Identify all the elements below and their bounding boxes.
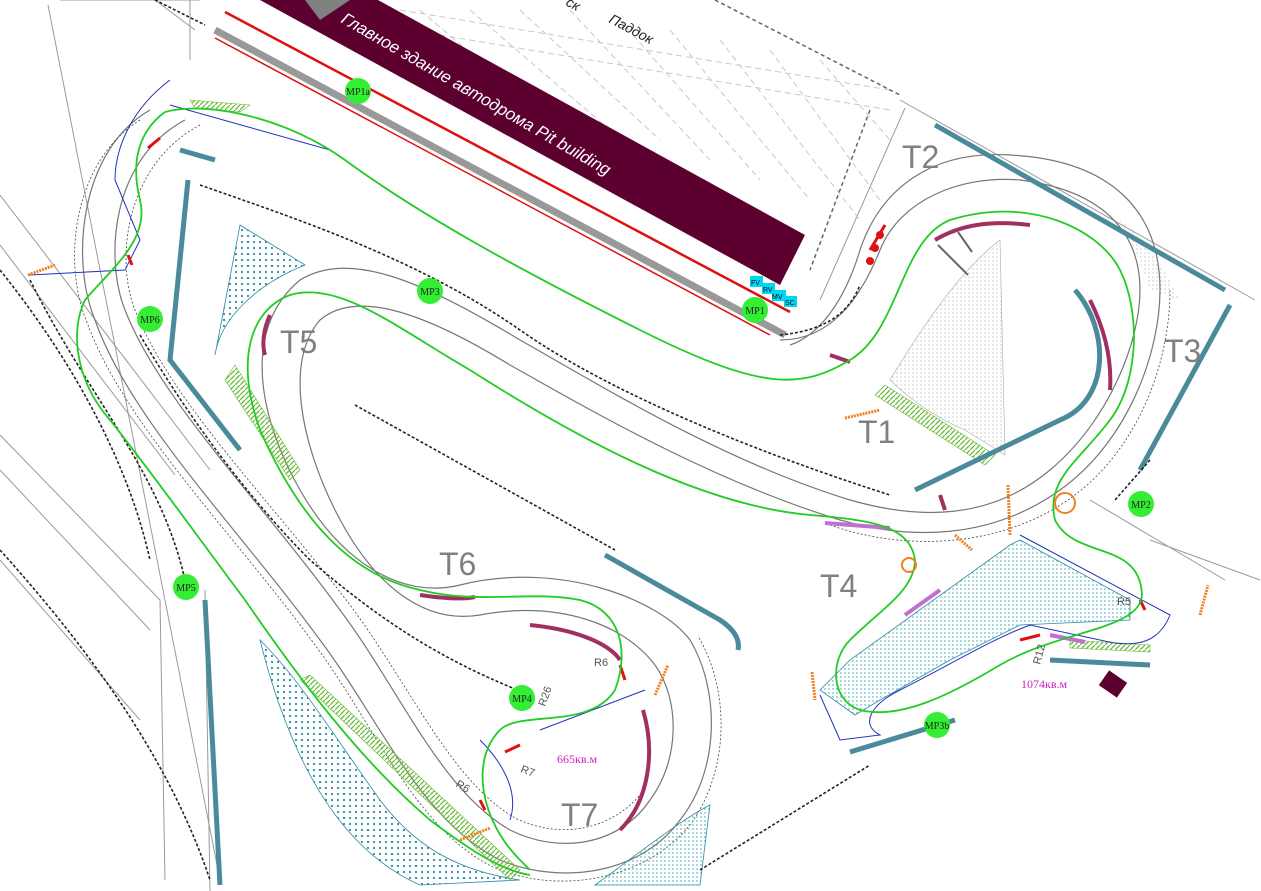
- pit-lane: [213, 10, 791, 339]
- marshal-post-mp3: MP3: [417, 278, 443, 304]
- kerbs: [261, 221, 1113, 832]
- marshal-post-mp2: MP2: [1128, 491, 1154, 517]
- radius-label-r12: R12: [1031, 643, 1048, 666]
- marshal-post-mp6: MP6: [137, 306, 163, 332]
- svg-text:MP1: MP1: [745, 306, 764, 317]
- paddock-parking-grid: [399, 9, 891, 221]
- svg-text:MP4: MP4: [512, 694, 531, 705]
- tyre-markers: [866, 231, 884, 265]
- pit-building: [260, 0, 805, 285]
- paddock-label-partial: ск: [564, 0, 585, 15]
- orange-markers: [27, 263, 1210, 842]
- catch-fences: [0, 0, 1151, 881]
- marshal-post-mp3b: MP3b: [924, 712, 950, 738]
- t2-lines: [937, 231, 973, 276]
- svg-text:MP5: MP5: [176, 583, 195, 594]
- radius-labels: R6 R26 R7 R6 R5 R12: [454, 596, 1132, 796]
- svg-text:MP3: MP3: [420, 287, 439, 298]
- green-runoff-strips: [189, 99, 1151, 881]
- turn-label-t5: T5: [280, 324, 317, 360]
- gravel-traps: [214, 220, 1180, 886]
- radius-label-r6-a: R6: [594, 657, 608, 669]
- paddock-boundary: [714, 0, 901, 271]
- pit-marker-fv: FV: [751, 280, 760, 287]
- track-limits: [74, 119, 1171, 882]
- turn-label-t1: T1: [858, 414, 895, 450]
- turn-label-t6: T6: [439, 546, 476, 582]
- marshal-post-mp5: MP5: [173, 574, 199, 600]
- racing-line: [164, 107, 1143, 871]
- pit-markers: FV RV MV SC: [750, 276, 797, 307]
- turn-label-t2: T2: [902, 139, 939, 175]
- radius-label-r6-b: R6: [454, 778, 472, 795]
- pit-marker-rv: RV: [763, 287, 773, 294]
- turn-label-t3: T3: [1164, 333, 1201, 369]
- barriers: [167, 122, 1233, 886]
- racing-line-inner: [76, 111, 531, 876]
- radius-label-r7: R7: [519, 764, 536, 780]
- svg-text:MP2: MP2: [1131, 500, 1150, 511]
- blue-boundaries: [29, 79, 1171, 821]
- svg-text:MP1a: MP1a: [346, 87, 370, 98]
- turn-labels: T1 T2 T3 T4 T5 T6 T7: [280, 139, 1201, 833]
- marshal-posts: MP1a MP1 MP2 MP3 MP3b MP4 MP5 MP6: [137, 78, 1154, 738]
- radius-label-r5: R5: [1117, 596, 1131, 608]
- turn-label-t4: T4: [820, 568, 857, 604]
- radius-label-r26: R26: [537, 685, 555, 708]
- svg-text:MP6: MP6: [140, 315, 159, 326]
- svg-text:MP3b: MP3b: [925, 721, 949, 732]
- pit-marker-sc: SC: [785, 300, 795, 307]
- paddock-label: Паддок: [607, 11, 658, 48]
- marshal-post-mp1: MP1: [742, 297, 768, 323]
- marshal-post-mp4: MP4: [509, 685, 535, 711]
- orange-rings: [901, 492, 1076, 573]
- dark-box: [1098, 670, 1128, 698]
- marshal-post-mp1a: MP1a: [345, 78, 371, 104]
- area-label-665: 665кв.м: [557, 752, 597, 766]
- area-label-1074: 1074кв.м: [1021, 677, 1067, 691]
- turn-label-t7: T7: [561, 797, 598, 833]
- pit-marker-mv: MV: [772, 294, 783, 301]
